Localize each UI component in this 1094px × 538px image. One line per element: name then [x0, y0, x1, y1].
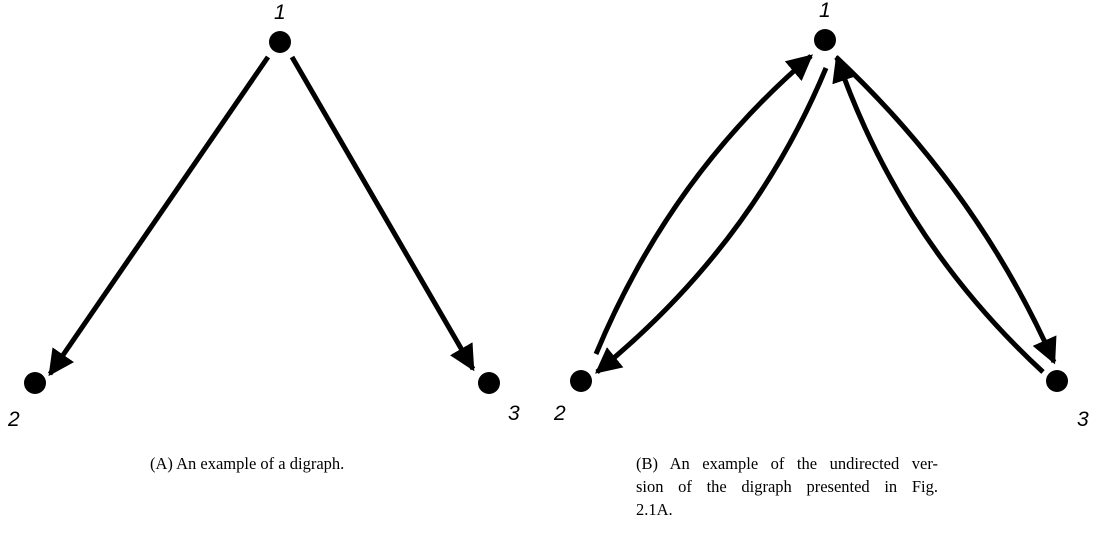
caption-panel-b-line-2: sion of the digraph presented in Fig. [636, 477, 938, 496]
caption-panel-b-line-3: 2.1A. [636, 500, 673, 519]
panel-b-undirected: 1 2 3 [553, 0, 1089, 431]
node-b-1-label: 1 [819, 0, 831, 22]
edge-a-1-to-2 [47, 55, 271, 377]
edge-b-1-to-2 [594, 67, 829, 374]
node-a-1 [269, 31, 291, 53]
edge-b-2-to-1 [593, 54, 813, 355]
node-b-1 [814, 29, 836, 51]
node-a-2-label: 2 [7, 408, 20, 431]
node-a-2 [24, 372, 46, 394]
edge-b-1-to-3 [834, 55, 1057, 365]
node-a-3 [478, 372, 500, 394]
caption-panel-a: (A) An example of a digraph. [150, 454, 345, 473]
node-a-1-label: 1 [274, 1, 286, 24]
panel-a-digraph: 1 2 3 [7, 1, 520, 431]
caption-panel-b-line-1: (B) An example of the undirected ver- [636, 454, 938, 473]
node-b-2-label: 2 [553, 402, 566, 425]
edge-a-1-to-3 [289, 55, 476, 372]
caption-panel-b: (B) An example of the undirected ver- si… [636, 452, 938, 521]
node-b-2 [570, 370, 592, 392]
node-b-3-label: 3 [1077, 408, 1089, 431]
edge-b-3-to-1 [832, 55, 1045, 374]
node-a-3-label: 3 [508, 402, 520, 425]
node-b-3 [1046, 370, 1068, 392]
